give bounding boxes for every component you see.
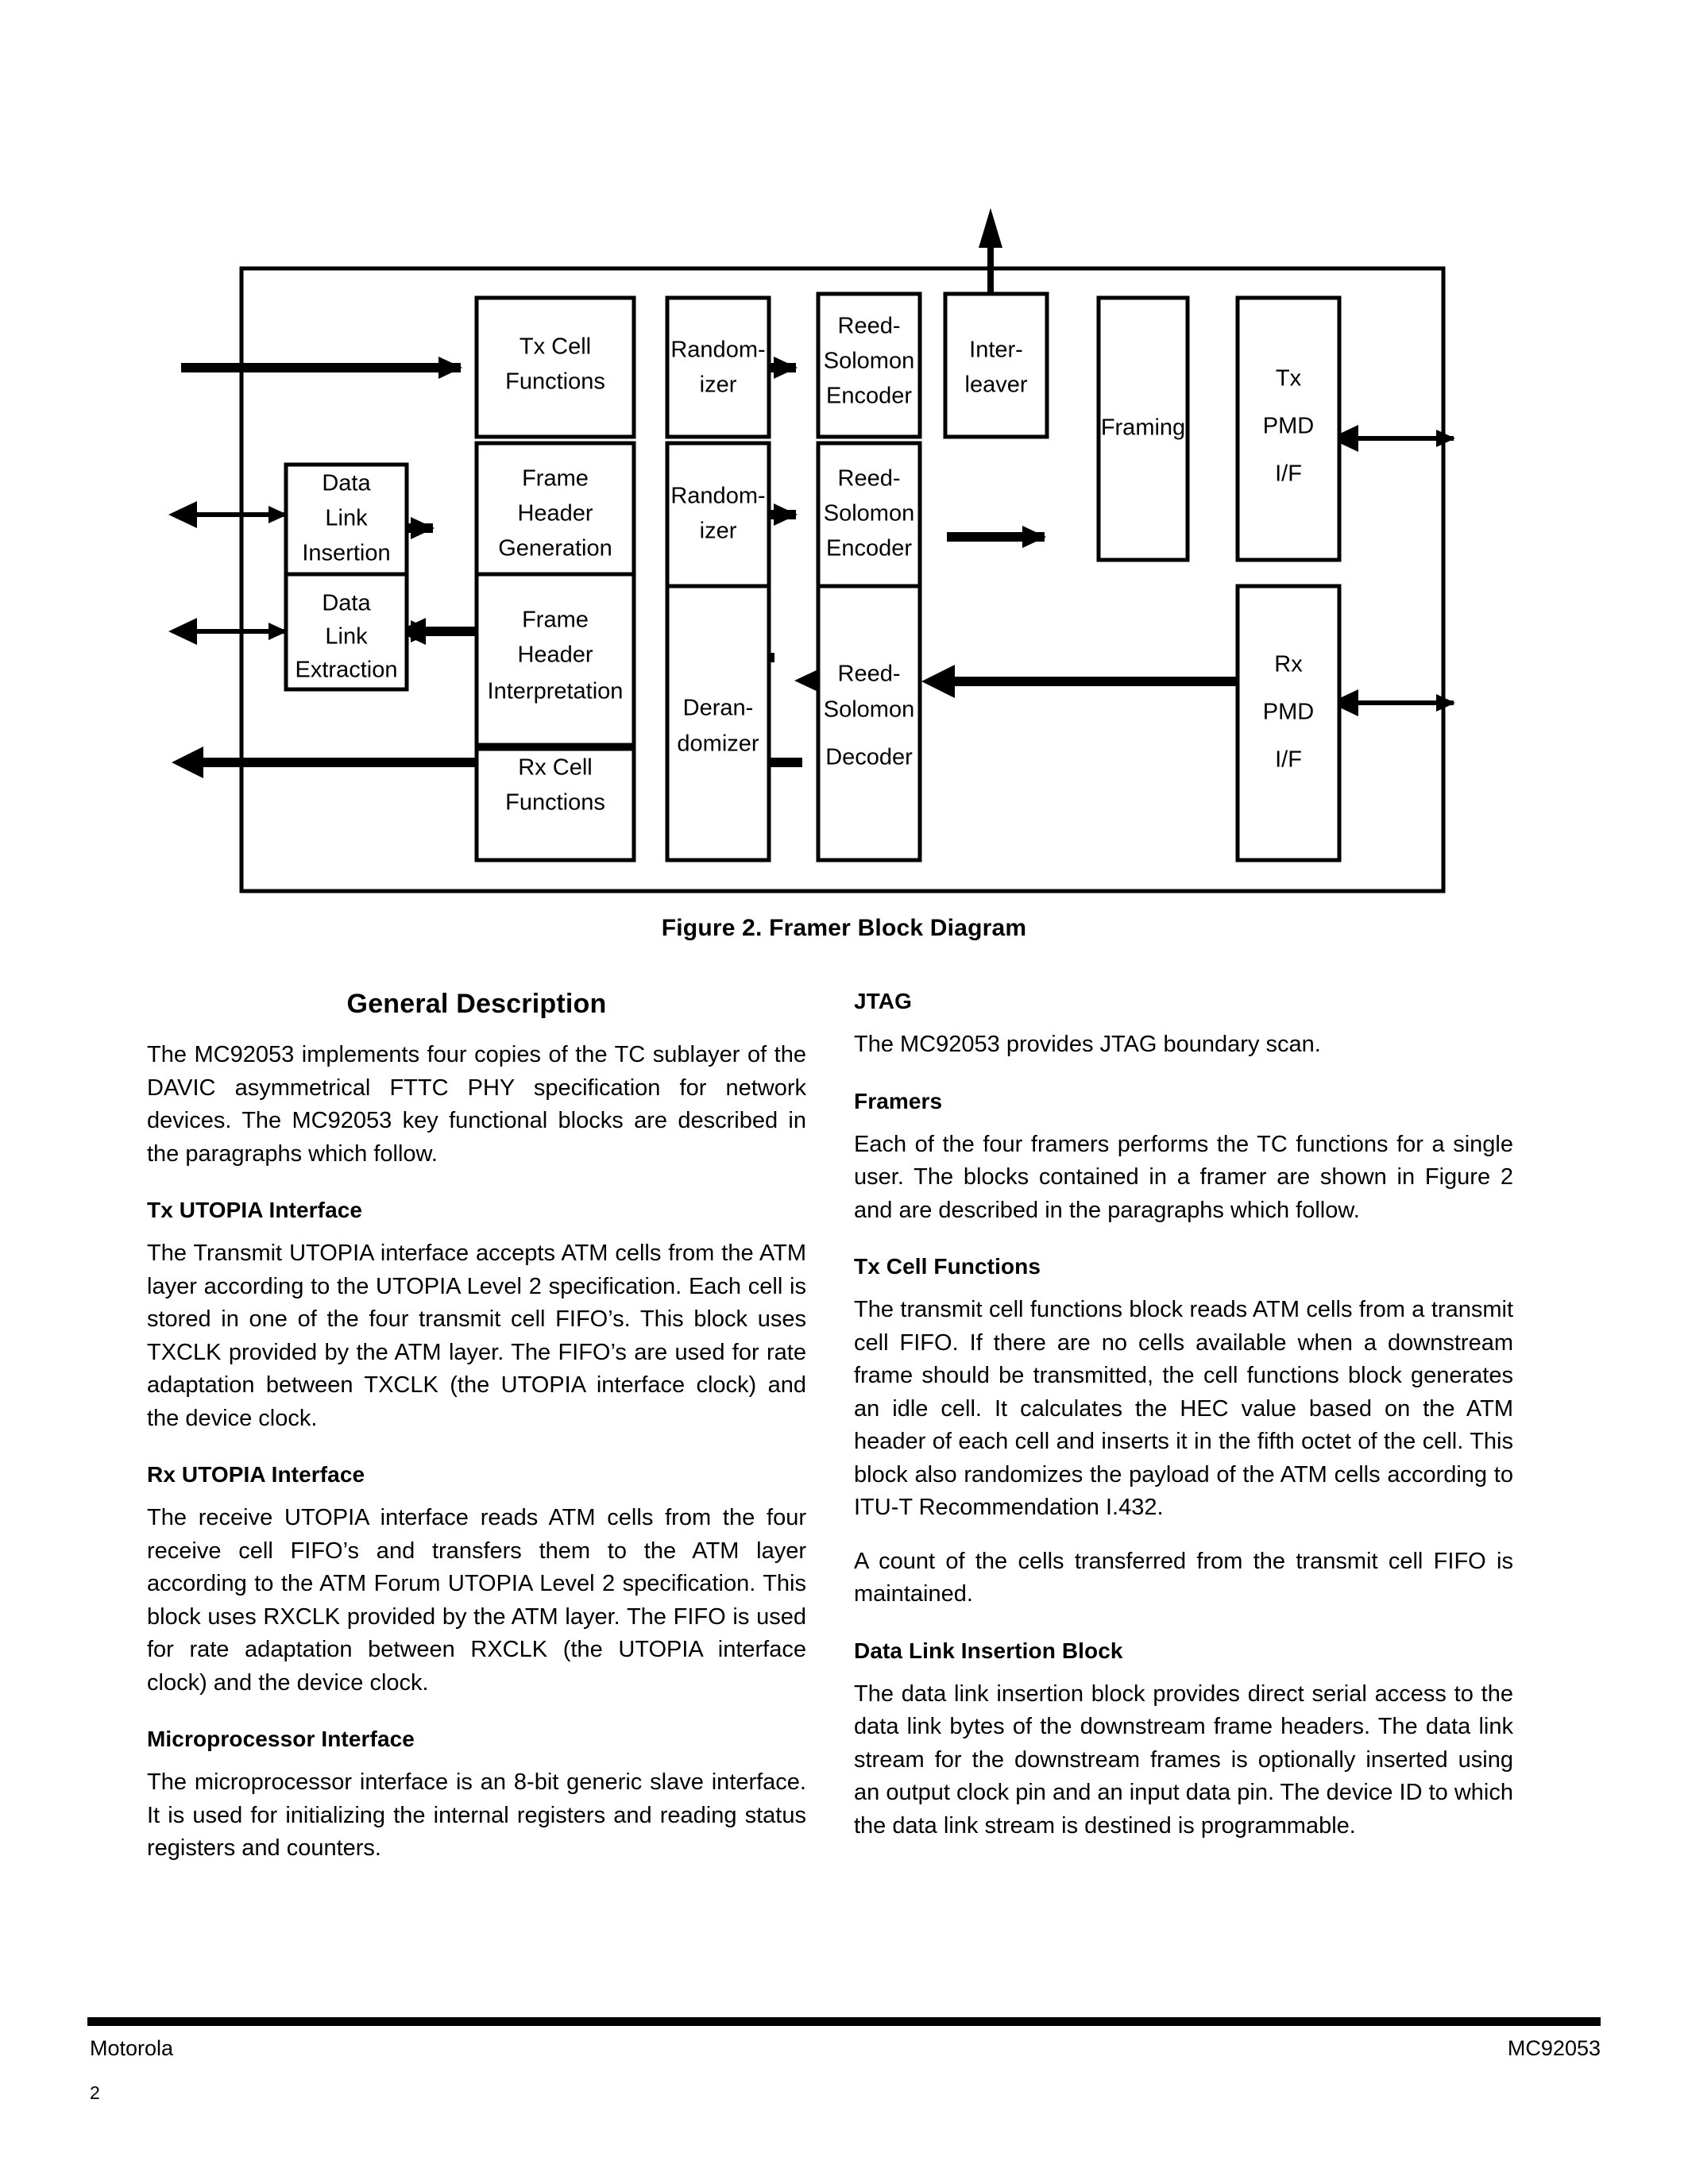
label-derandomizer-l2: domizer	[677, 731, 759, 757]
heading-framers: Framers	[854, 1088, 943, 1113]
heading-data-link-insertion-block: Data Link Insertion Block	[854, 1638, 1123, 1663]
label-rs-encoder-fh-l1: Reed-	[838, 466, 901, 492]
block-tx-cell-functions	[474, 295, 636, 439]
label-tx-pmd-l3: I/F	[1275, 461, 1302, 487]
left-column: General Description The MC92053 implemen…	[147, 989, 806, 1866]
label-fhi-l2: Header	[517, 642, 593, 668]
paragraph-framers: Each of the four framers performs the TC…	[854, 1131, 1513, 1223]
paragraph-tx-utopia-interface: The Transmit UTOPIA interface accepts AT…	[147, 1241, 806, 1431]
label-rx-cell-functions-l2: Functions	[505, 790, 605, 816]
general-description-title: General Description	[346, 989, 607, 1019]
label-dli-l1: Data	[322, 471, 371, 496]
figure-framer-block-diagram: Tx Cell Functions Random- izer Reed- Sol…	[0, 0, 1688, 985]
label-tx-cell-functions-l1: Tx Cell	[520, 334, 591, 360]
heading-tx-utopia-interface: Tx UTOPIA Interface	[147, 1198, 363, 1222]
figure-caption: Figure 2. Framer Block Diagram	[661, 915, 1027, 941]
heading-rx-utopia-interface: Rx UTOPIA Interface	[147, 1462, 365, 1487]
label-interleaver-l2: leaver	[965, 372, 1028, 398]
label-tx-pmd-l2: PMD	[1263, 414, 1314, 439]
block-randomizer-frame-header	[665, 441, 771, 590]
label-framing: Framing	[1101, 415, 1185, 441]
block-labels: Tx Cell Functions Random- izer Reed- Sol…	[295, 314, 1315, 816]
block-rx-pmd-if	[1235, 584, 1342, 862]
footer-company-name: Motorola	[90, 2036, 174, 2060]
block-tx-pmd-if	[1235, 295, 1342, 562]
label-rs-encoder-fh-l2: Solomon	[824, 501, 914, 527]
label-tx-cell-functions-l2: Functions	[505, 369, 605, 395]
paragraph-rx-utopia-interface: The receive UTOPIA interface reads ATM c…	[147, 1505, 806, 1696]
framer-block-diagram-main: Tx Cell Functions Random- izer Reed- Sol…	[0, 0, 1688, 921]
label-dle-l1: Data	[322, 591, 371, 616]
block-framing	[1096, 295, 1190, 562]
footer-part-number: MC92053	[1507, 2036, 1601, 2060]
label-dle-l3: Extraction	[295, 658, 398, 683]
framer-outer-boundary	[239, 266, 1446, 893]
label-randomizer-fh-l1: Random-	[670, 484, 765, 509]
label-dli-l3: Insertion	[302, 541, 390, 566]
label-rs-encoder-tx-l3: Encoder	[826, 384, 912, 409]
label-rs-encoder-fh-l3: Encoder	[826, 536, 912, 561]
general-description-paragraph: The MC92053 implements four copies of th…	[147, 1042, 806, 1167]
label-fhi-l3: Interpretation	[488, 679, 624, 704]
right-column: JTAG The MC92053 provides JTAG boundary …	[854, 989, 1513, 1843]
blocks	[284, 291, 1342, 862]
label-rs-encoder-tx-l2: Solomon	[824, 349, 914, 374]
page-number: 2	[90, 2082, 100, 2103]
label-dle-l2: Link	[325, 624, 368, 650]
footer-divider	[87, 2017, 1601, 2026]
heading-microprocessor-interface: Microprocessor Interface	[147, 1727, 415, 1751]
block-reed-solomon-encoder-fh	[816, 441, 922, 590]
block-data-link-insertion	[284, 462, 409, 590]
block-randomizer-tx-cell	[665, 295, 771, 439]
block-frame-header-generation	[474, 441, 636, 590]
paragraph-tx-cell-functions: The transmit cell functions block reads …	[854, 1297, 1513, 1520]
block-rx-cell-functions	[474, 747, 636, 862]
heading-jtag: JTAG	[854, 989, 912, 1013]
label-interleaver-l1: Inter-	[969, 338, 1023, 363]
label-rs-decoder-l1: Reed-	[838, 662, 901, 687]
label-rx-pmd-l3: I/F	[1275, 747, 1302, 773]
label-fhg-l3: Generation	[498, 536, 612, 561]
block-reed-solomon-decoder	[816, 584, 922, 862]
paragraph-data-link-insertion-block: The data link insertion block provides d…	[854, 1680, 1513, 1839]
label-dli-l2: Link	[325, 506, 368, 531]
body-columns: General Description The MC92053 implemen…	[0, 989, 1688, 1970]
label-fhg-l1: Frame	[522, 466, 589, 492]
label-fhg-l2: Header	[517, 501, 593, 527]
paragraph-tx-cell-functions-2: A count of the cells transferred from th…	[854, 1548, 1513, 1607]
paragraph-microprocessor-interface: The microprocessor interface is an 8-bit…	[147, 1769, 806, 1861]
block-frame-header-interpretation	[474, 572, 636, 747]
label-fhi-l1: Frame	[522, 608, 589, 633]
label-derandomizer-l1: Deran-	[683, 696, 754, 721]
block-interleaver	[943, 291, 1049, 439]
block-reed-solomon-encoder-tx	[816, 291, 922, 439]
label-rx-cell-functions-l1: Rx Cell	[518, 755, 592, 781]
block-derandomizer	[665, 584, 771, 862]
label-rs-decoder-l3: Decoder	[825, 745, 913, 770]
block-data-link-extraction	[284, 572, 409, 692]
label-rx-pmd-l1: Rx	[1274, 652, 1303, 677]
paragraph-jtag: The MC92053 provides JTAG boundary scan.	[854, 1032, 1321, 1057]
label-rx-pmd-l2: PMD	[1263, 700, 1314, 725]
label-randomizer-fh-l2: izer	[700, 519, 737, 544]
label-randomizer-tx-l1: Random-	[670, 338, 765, 363]
label-tx-pmd-l1: Tx	[1276, 366, 1302, 392]
label-randomizer-tx-l2: izer	[700, 372, 737, 398]
label-rs-encoder-tx-l1: Reed-	[838, 314, 901, 339]
heading-tx-cell-functions: Tx Cell Functions	[854, 1254, 1041, 1279]
label-rs-decoder-l2: Solomon	[824, 697, 914, 723]
connectors	[168, 208, 1455, 778]
